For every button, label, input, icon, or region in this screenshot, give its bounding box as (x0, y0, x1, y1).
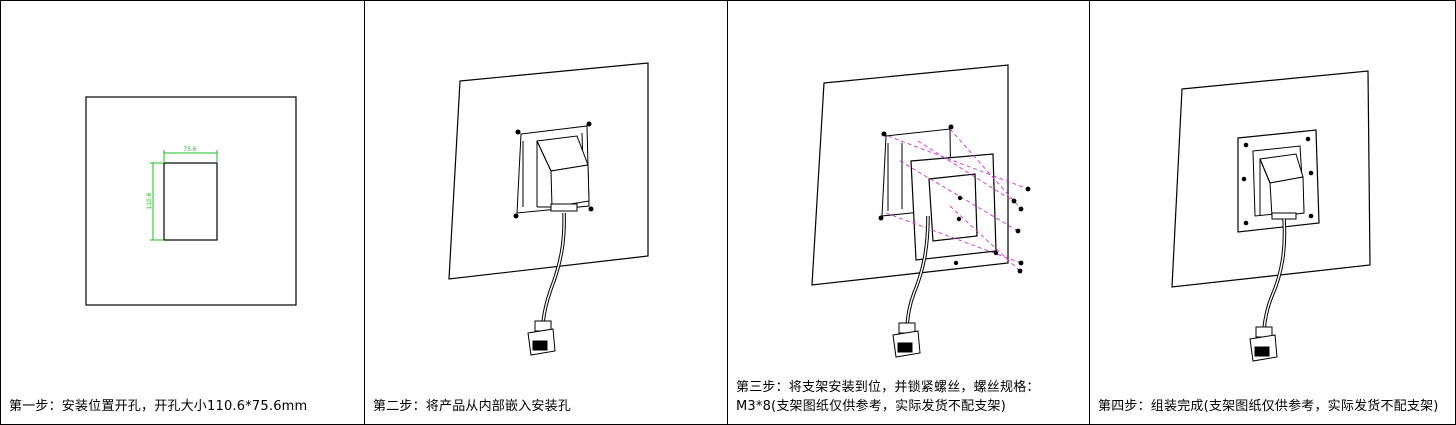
step-4-caption: 第四步：组装完成(支架图纸仅供参考，实际发货不配支架) (1098, 399, 1439, 414)
product-screws (878, 124, 954, 221)
mounting-screws (513, 121, 594, 219)
step-3-drawing (811, 64, 1031, 358)
height-dimension-label: 110.6 (146, 192, 153, 209)
connector-plug (1249, 326, 1278, 362)
product-housing (1252, 145, 1305, 220)
width-dimension (163, 150, 218, 163)
step-2-panel: 第二步：将产品从内部嵌入安装孔 (365, 1, 728, 424)
step-2-caption: 第二步：将产品从内部嵌入安装孔 (373, 399, 572, 414)
bracket-screws (1241, 136, 1314, 226)
cutout-hole (163, 162, 218, 241)
step-3-panel: 第三步：将支架安装到位，并锁紧螺丝，螺丝规格：M3*8(支架图纸仅供参考，实际发… (728, 1, 1090, 424)
bracket-screws (953, 186, 1031, 274)
mounting-panel (85, 96, 297, 306)
step-1-drawing: 75.6 110.6 (85, 96, 297, 306)
step-1-panel: 75.6 110.6 第一步：安装位置开孔，开孔大小110.6*75.6mm (1, 1, 365, 424)
step-3-caption: 第三步：将支架安装到位，并锁紧螺丝，螺丝规格：M3*8(支架图纸仅供参考，实际发… (736, 380, 1040, 414)
connector-plug (892, 322, 921, 358)
step-2-drawing (448, 62, 649, 356)
step-4-drawing (1171, 70, 1371, 362)
product-housing (516, 125, 590, 214)
mounting-bracket (910, 153, 997, 261)
width-dimension-label: 75.6 (183, 146, 197, 153)
step-1-caption: 第一步：安装位置开孔，开孔大小110.6*75.6mm (9, 399, 308, 414)
step-4-panel: 第四步：组装完成(支架图纸仅供参考，实际发货不配支架) (1090, 1, 1455, 424)
height-dimension (150, 162, 164, 241)
connector-plug (527, 320, 556, 356)
alignment-guides (885, 128, 1029, 272)
